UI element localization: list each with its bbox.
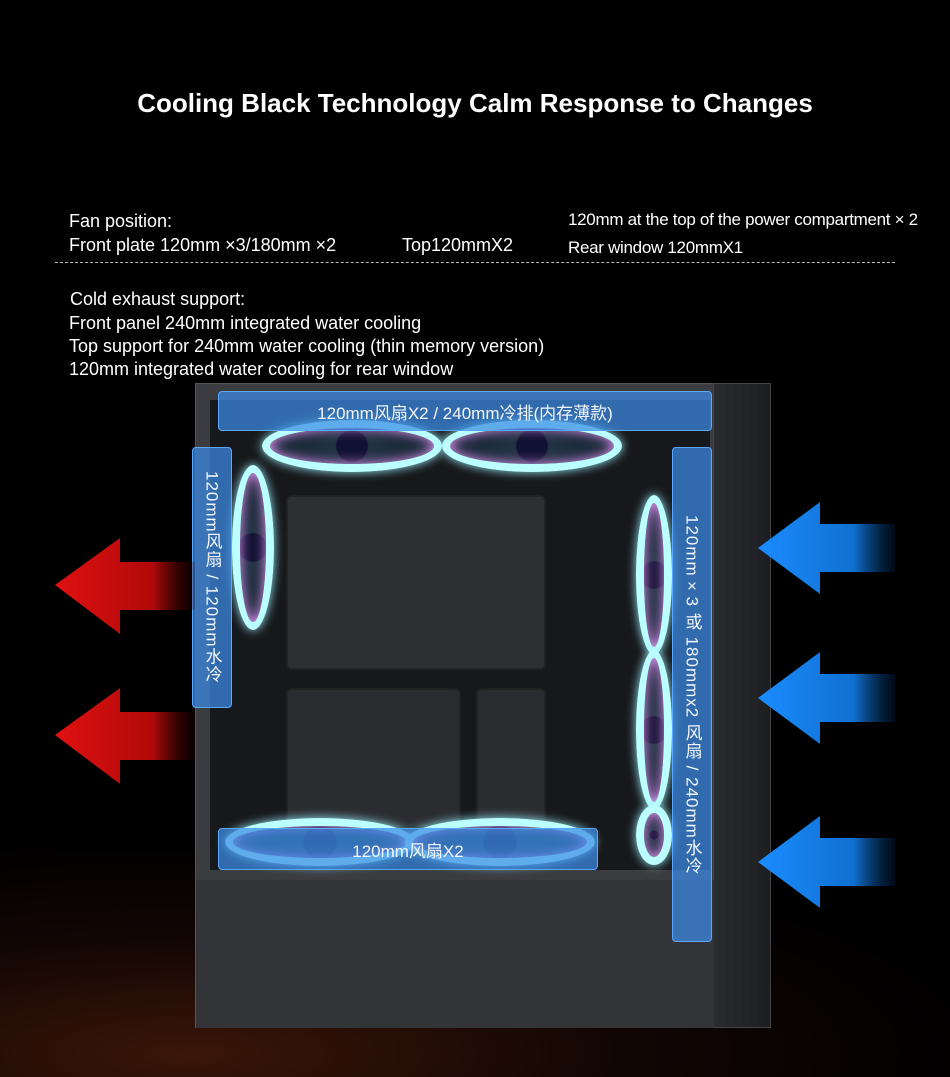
psu-shroud [196, 880, 714, 1028]
top-mount-label: 120mm风扇X2 / 240mm冷排(内存薄款) [218, 391, 712, 431]
fan-position-rear: Rear window 120mmX1 [568, 238, 743, 257]
exhaust-arrows [55, 538, 195, 784]
rear-mount-label: 120mm风扇 / 120mm水冷 [192, 447, 232, 708]
divider [55, 262, 895, 263]
fan-position-top: Top120mmX2 [402, 235, 514, 255]
intake-arrow-icon [758, 816, 895, 908]
fan-position-front: Front plate 120mm ×3/180mm ×2 [69, 235, 337, 255]
tray-panel [476, 688, 546, 828]
exhaust-arrow-icon [55, 688, 195, 784]
exhaust-arrow-icon [55, 538, 195, 634]
front-fan [636, 805, 672, 865]
intake-arrow-icon [758, 502, 895, 594]
tray-panel [286, 688, 461, 828]
intake-arrow-icon [758, 652, 895, 744]
cold-exhaust-line: Top support for 240mm water cooling (thi… [69, 336, 545, 356]
motherboard-tray [286, 495, 546, 670]
front-fan [636, 650, 672, 810]
case-front-panel [713, 383, 771, 1028]
bottom-mount-label: 120mm风扇X2 [218, 828, 598, 870]
intake-arrows [758, 502, 895, 908]
front-mount-label: 120mm×3 或 180mmx2 风扇 / 240mm水冷 [672, 447, 712, 942]
cold-exhaust-heading: Cold exhaust support: [70, 289, 246, 309]
fan-position-heading: Fan position: [69, 211, 173, 231]
page-title: Cooling Black Technology Calm Response t… [137, 88, 813, 118]
cold-exhaust-line: Front panel 240mm integrated water cooli… [69, 313, 422, 333]
front-fan [636, 495, 672, 655]
rear-fan [232, 465, 274, 630]
fan-position-psu-top: 120mm at the top of the power compartmen… [568, 210, 918, 229]
cold-exhaust-line: 120mm integrated water cooling for rear … [69, 359, 454, 379]
